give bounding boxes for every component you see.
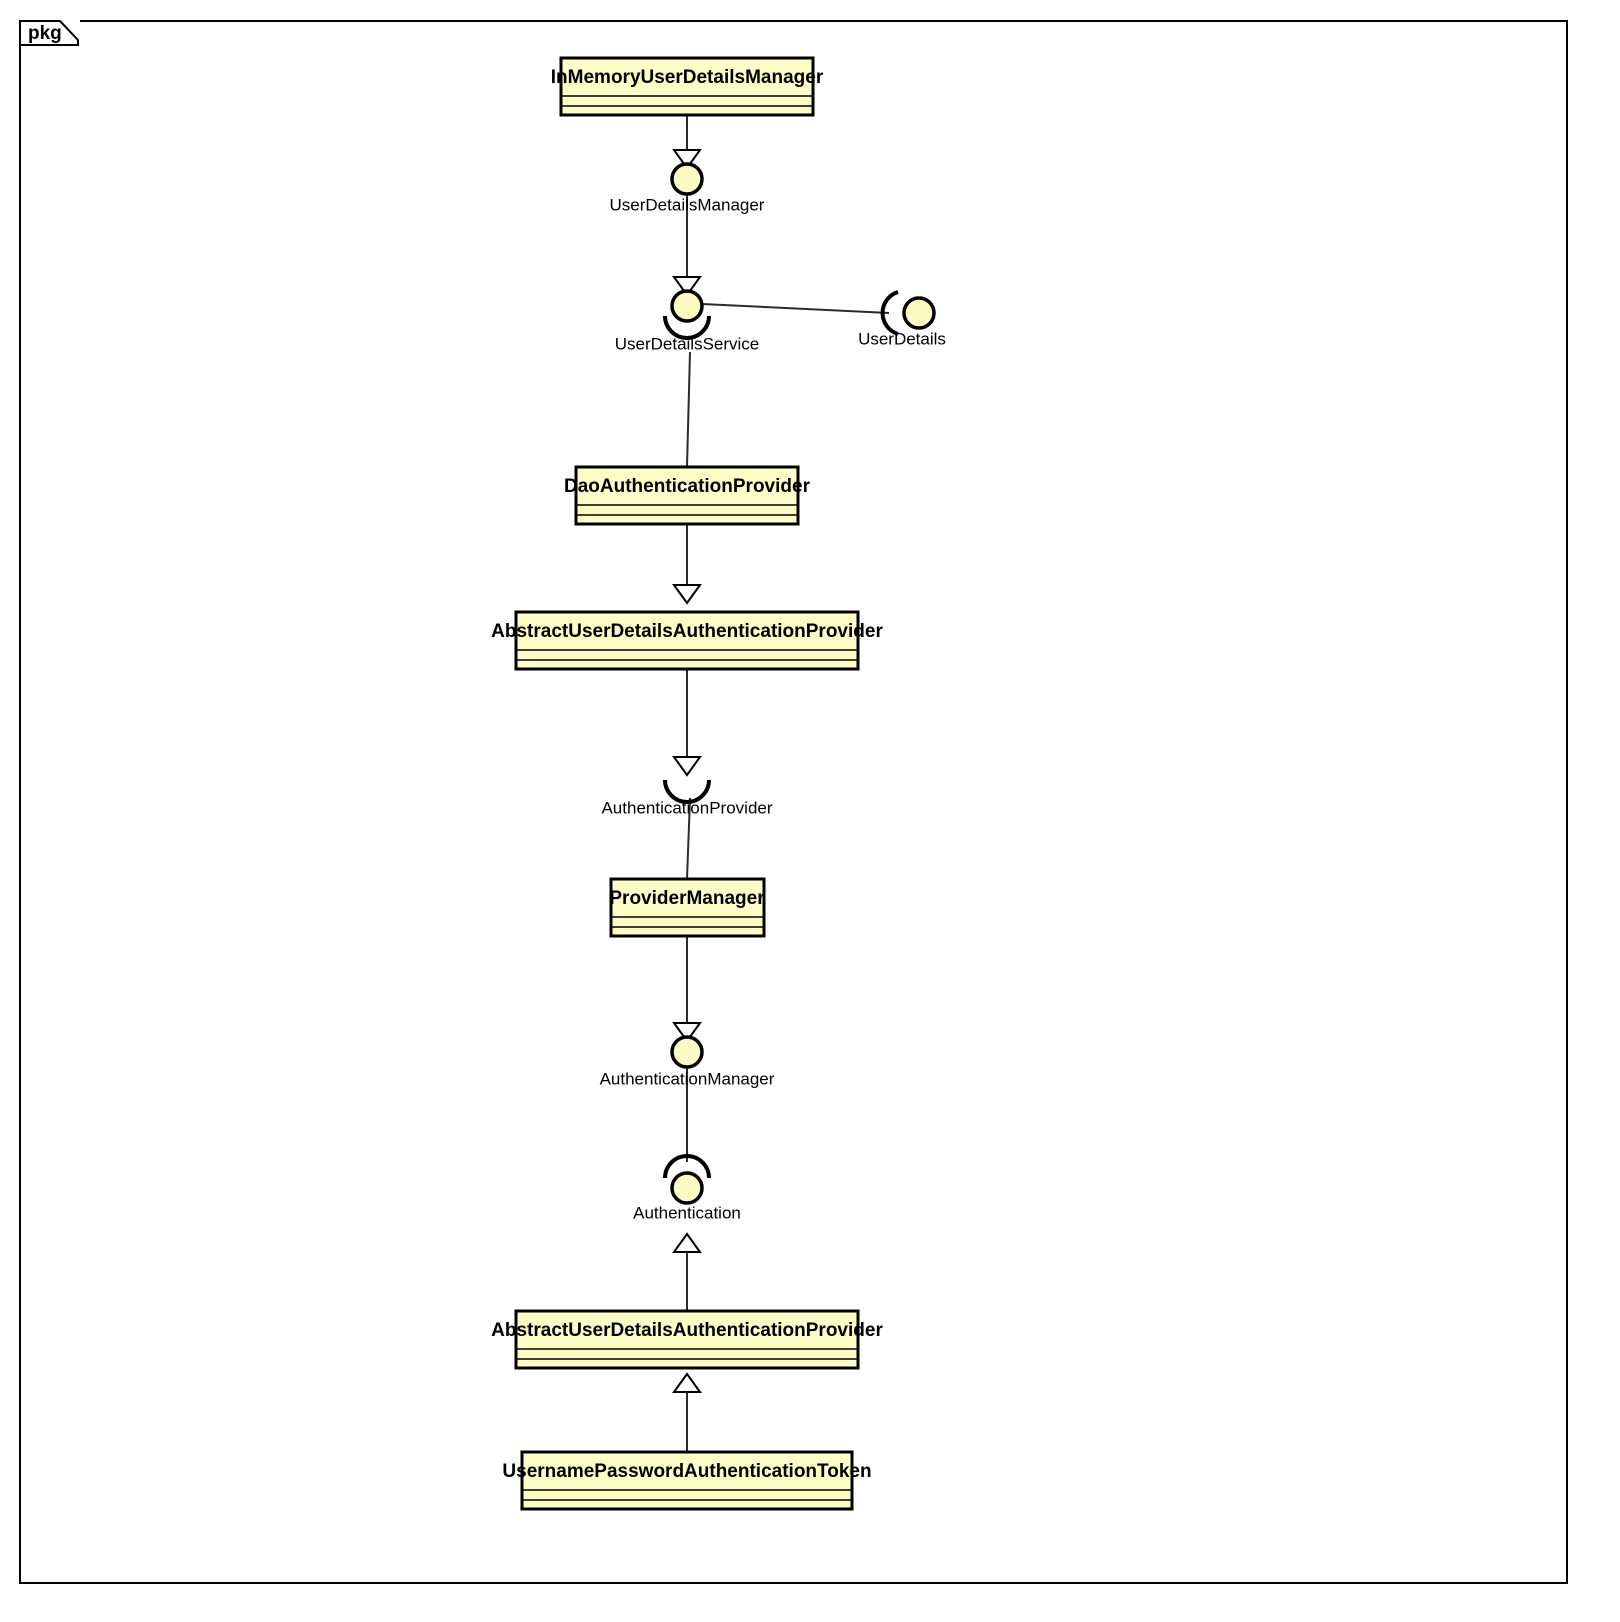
interface-socket-icon (663, 315, 711, 340)
arrowhead-up-auth (672, 1232, 702, 1253)
class-box-in-memory-user-details-manager[interactable]: InMemoryUserDetailsManager (551, 56, 824, 117)
class-name-label: ProviderManager (609, 888, 765, 909)
class-name-label: UsernamePasswordAuthenticationToken (502, 1461, 871, 1482)
interface-authentication-provider[interactable]: AuthenticationProvider (601, 779, 773, 817)
rel-uds-to-ud-line (701, 303, 890, 314)
relationship-lines (686, 115, 890, 1452)
rel-ap-to-pm-line (686, 797, 691, 880)
interface-user-details-service[interactable]: UserDetailsService (615, 289, 760, 353)
class-name-label: DaoAuthenticationProvider (564, 476, 811, 497)
arrowhead-down-audap (672, 584, 702, 605)
interface-label: UserDetails (858, 329, 946, 348)
interface-user-details[interactable]: UserDetails (858, 290, 946, 348)
class-box-abstract-user-details-authentication-provider-bottom[interactable]: AbstractUserDetailsAuthenticationProvide… (491, 1309, 883, 1370)
arrowhead-up-audap2 (672, 1372, 702, 1393)
class-name-label: AbstractUserDetailsAuthenticationProvide… (491, 1320, 883, 1341)
interface-label: AuthenticationProvider (601, 798, 772, 817)
rel-uds-to-dao-line (686, 351, 691, 468)
arrowhead-down-udm (672, 149, 702, 170)
class-name-label: InMemoryUserDetailsManager (551, 67, 824, 88)
interface-label: AuthenticationManager (600, 1069, 775, 1088)
interface-authentication-manager[interactable]: AuthenticationManager (600, 1035, 775, 1088)
interface-ball-icon (670, 1171, 704, 1205)
interface-label: UserDetailsService (615, 334, 760, 353)
interface-ball-icon (670, 289, 704, 323)
interface-ball-icon (902, 296, 936, 330)
interface-ball-icon (670, 162, 704, 196)
interface-socket-icon (663, 1154, 711, 1179)
arrowhead-down-ap (672, 756, 702, 777)
class-box-abstract-user-details-authentication-provider-top[interactable]: AbstractUserDetailsAuthenticationProvide… (491, 610, 883, 671)
arrowhead-down-am (672, 1022, 702, 1043)
interface-authentication[interactable]: Authentication (633, 1154, 741, 1222)
interface-user-details-manager[interactable]: UserDetailsManager (610, 162, 765, 214)
interface-label: Authentication (633, 1203, 741, 1222)
interface-socket-icon (663, 779, 711, 804)
interface-label: UserDetailsManager (610, 195, 765, 214)
class-box-provider-manager[interactable]: ProviderManager (609, 877, 766, 938)
class-name-label: AbstractUserDetailsAuthenticationProvide… (491, 621, 883, 642)
class-box-username-password-authentication-token[interactable]: UsernamePasswordAuthenticationToken (502, 1450, 872, 1511)
package-frame: pkg (19, 20, 1568, 1584)
class-box-dao-authentication-provider[interactable]: DaoAuthenticationProvider (564, 465, 811, 526)
package-frame-label: pkg (28, 23, 62, 44)
interface-ball-icon (670, 1035, 704, 1069)
arrowhead-down-uds (672, 276, 702, 297)
relationship-arrowheads (672, 149, 702, 1393)
interface-socket-icon (880, 290, 899, 336)
